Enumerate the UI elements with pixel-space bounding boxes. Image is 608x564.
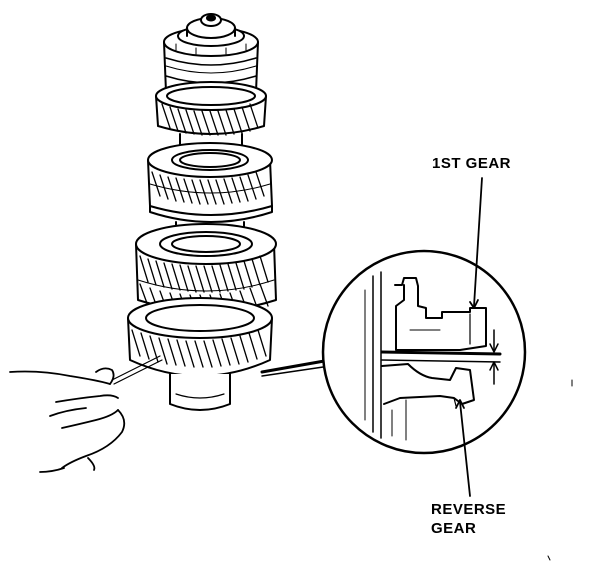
lower-gear-cluster	[135, 223, 277, 318]
magnify-pointer	[260, 358, 332, 377]
bottom-gear	[127, 297, 273, 411]
reverse-gear-label-line2: GEAR	[431, 520, 477, 537]
first-gear-label: 1ST GEAR	[432, 155, 512, 172]
upper-gear	[155, 81, 267, 136]
stray-marks	[547, 379, 573, 561]
magnified-detail-view	[321, 249, 527, 455]
hand-with-feeler-gauge	[9, 355, 163, 473]
reverse-gear-label: REVERSE GEAR	[431, 500, 506, 538]
reverse-gear-label-line1: REVERSE	[431, 501, 507, 518]
leader-lines	[455, 177, 483, 497]
middle-gear	[147, 142, 273, 223]
